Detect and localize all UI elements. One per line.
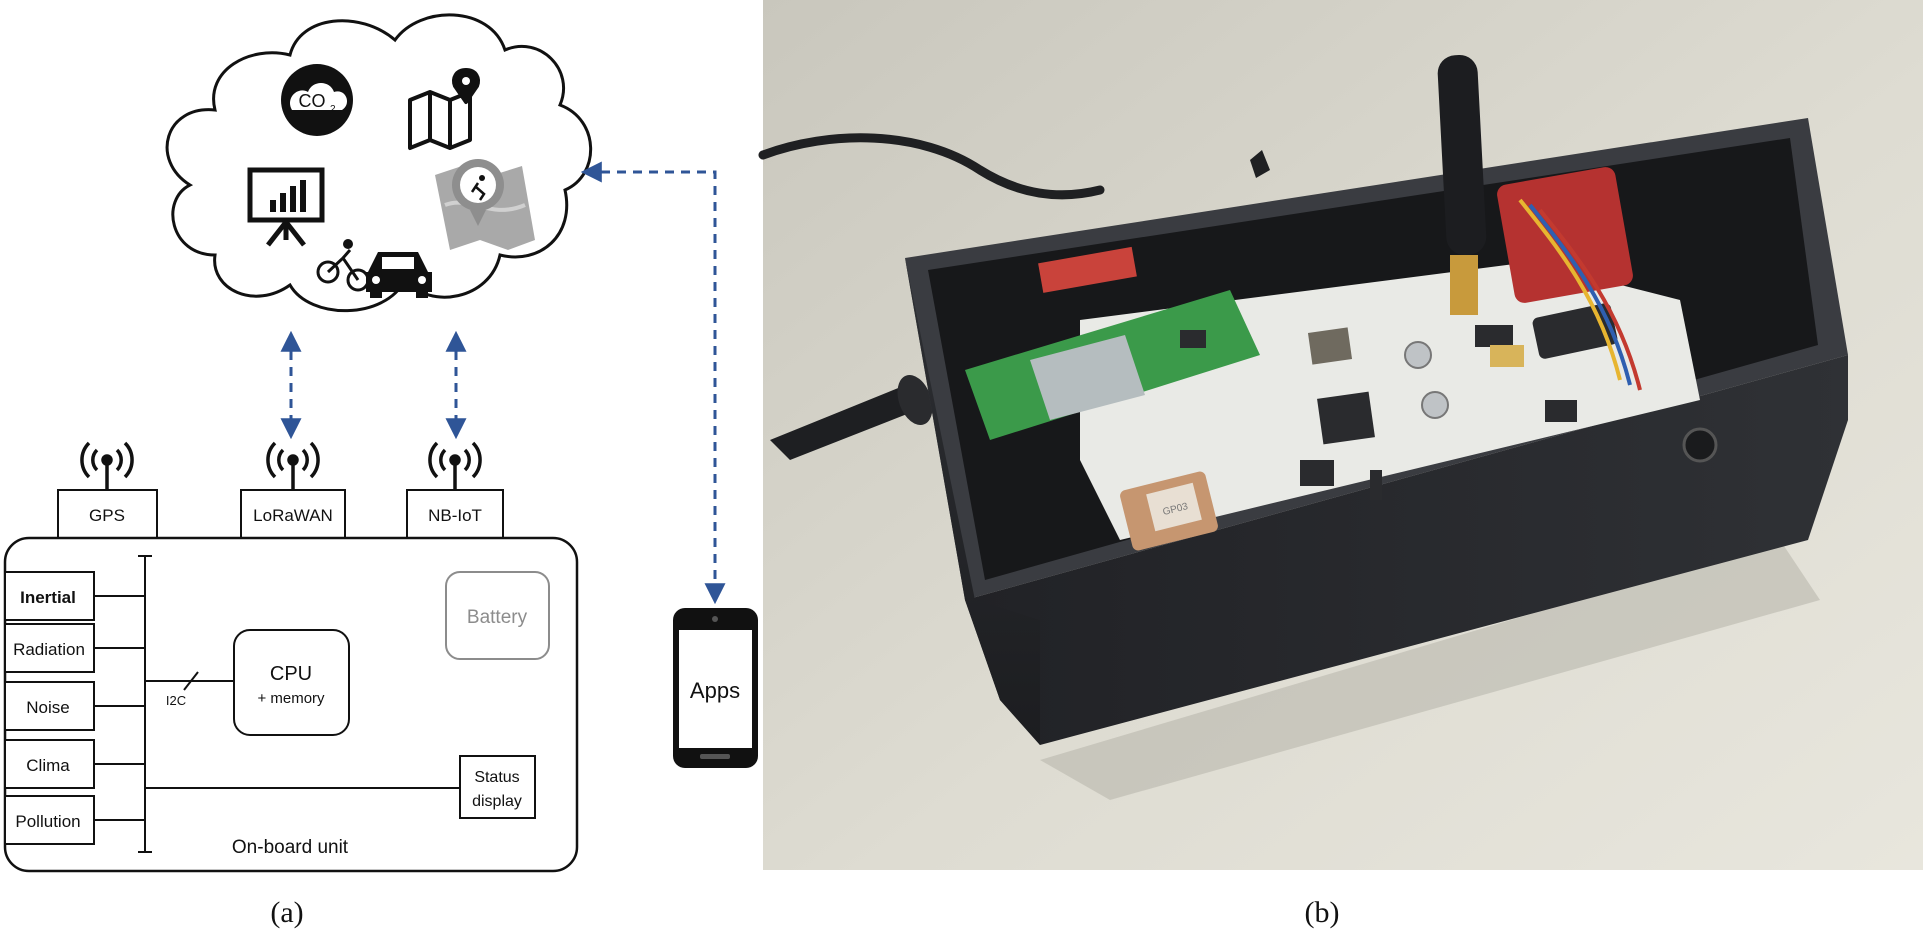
board-components	[1300, 303, 1618, 500]
lora-module-board	[965, 246, 1260, 440]
battery-label: Battery	[467, 607, 528, 628]
sensor-inertial: Inertial	[4, 571, 145, 621]
cpu-subtitle: + memory	[257, 690, 325, 707]
sensor-clima-label: Clima	[26, 756, 70, 775]
battery-block: Battery	[445, 571, 550, 660]
caption-b: (b)	[1305, 896, 1340, 929]
co2-subscript: 2	[330, 104, 336, 115]
car-icon	[366, 252, 432, 298]
vertical-antenna-icon	[1437, 55, 1487, 315]
lorawan-antenna-icon	[266, 441, 320, 490]
side-antenna-icon	[770, 374, 933, 460]
status-line2: display	[472, 793, 522, 810]
cpu-memory-block: CPU + memory	[233, 629, 350, 736]
caption-a: (a)	[270, 896, 303, 929]
co2-label: CO	[299, 91, 326, 111]
gps-module: GPS	[57, 489, 158, 539]
panel-a-diagram: CO 2	[3, 13, 758, 929]
sensor-noise: Noise	[4, 681, 145, 731]
sensor-radiation-label: Radiation	[13, 640, 85, 659]
status-line1: Status	[474, 769, 519, 786]
map-location-icon	[408, 68, 480, 150]
lorawan-module: LoRaWAN	[240, 489, 346, 539]
presentation-chart-icon	[247, 167, 325, 247]
gps-label: GPS	[89, 506, 125, 525]
sensor-radiation: Radiation	[4, 623, 145, 673]
gps-antenna-icon	[80, 441, 134, 490]
audio-jack	[1682, 427, 1718, 463]
lorawan-label: LoRaWAN	[253, 506, 333, 525]
smartphone-icon: Apps	[673, 608, 758, 768]
cpu-title: CPU	[270, 663, 312, 685]
sensor-noise-label: Noise	[26, 698, 69, 717]
panel-b-photo: GP03 (b)	[758, 0, 1923, 929]
enclosure-front	[965, 355, 1848, 745]
nbiot-module: NB-IoT	[406, 489, 504, 539]
nbiot-label: NB-IoT	[428, 506, 482, 525]
i2c-label: I2C	[166, 693, 186, 708]
cable	[758, 133, 1105, 200]
sensor-inertial-label: Inertial	[20, 588, 76, 607]
co2-icon: CO 2	[281, 64, 353, 136]
phone-apps-label: Apps	[690, 678, 740, 703]
sensor-clima: Clima	[4, 739, 145, 789]
status-display-block: Status display	[145, 755, 536, 819]
red-sensor-board	[1497, 167, 1633, 303]
gps-antenna-chip: GP03	[1120, 471, 1218, 551]
sensor-pollution: Pollution	[4, 795, 145, 845]
onboard-unit-label: On-board unit	[232, 837, 349, 858]
apps-link-arrow	[580, 161, 726, 605]
nbiot-antenna-icon	[428, 441, 482, 490]
i2c-link: I2C	[145, 671, 234, 708]
sensor-pollution-label: Pollution	[15, 812, 80, 831]
fall-detection-map-icon	[435, 159, 535, 250]
